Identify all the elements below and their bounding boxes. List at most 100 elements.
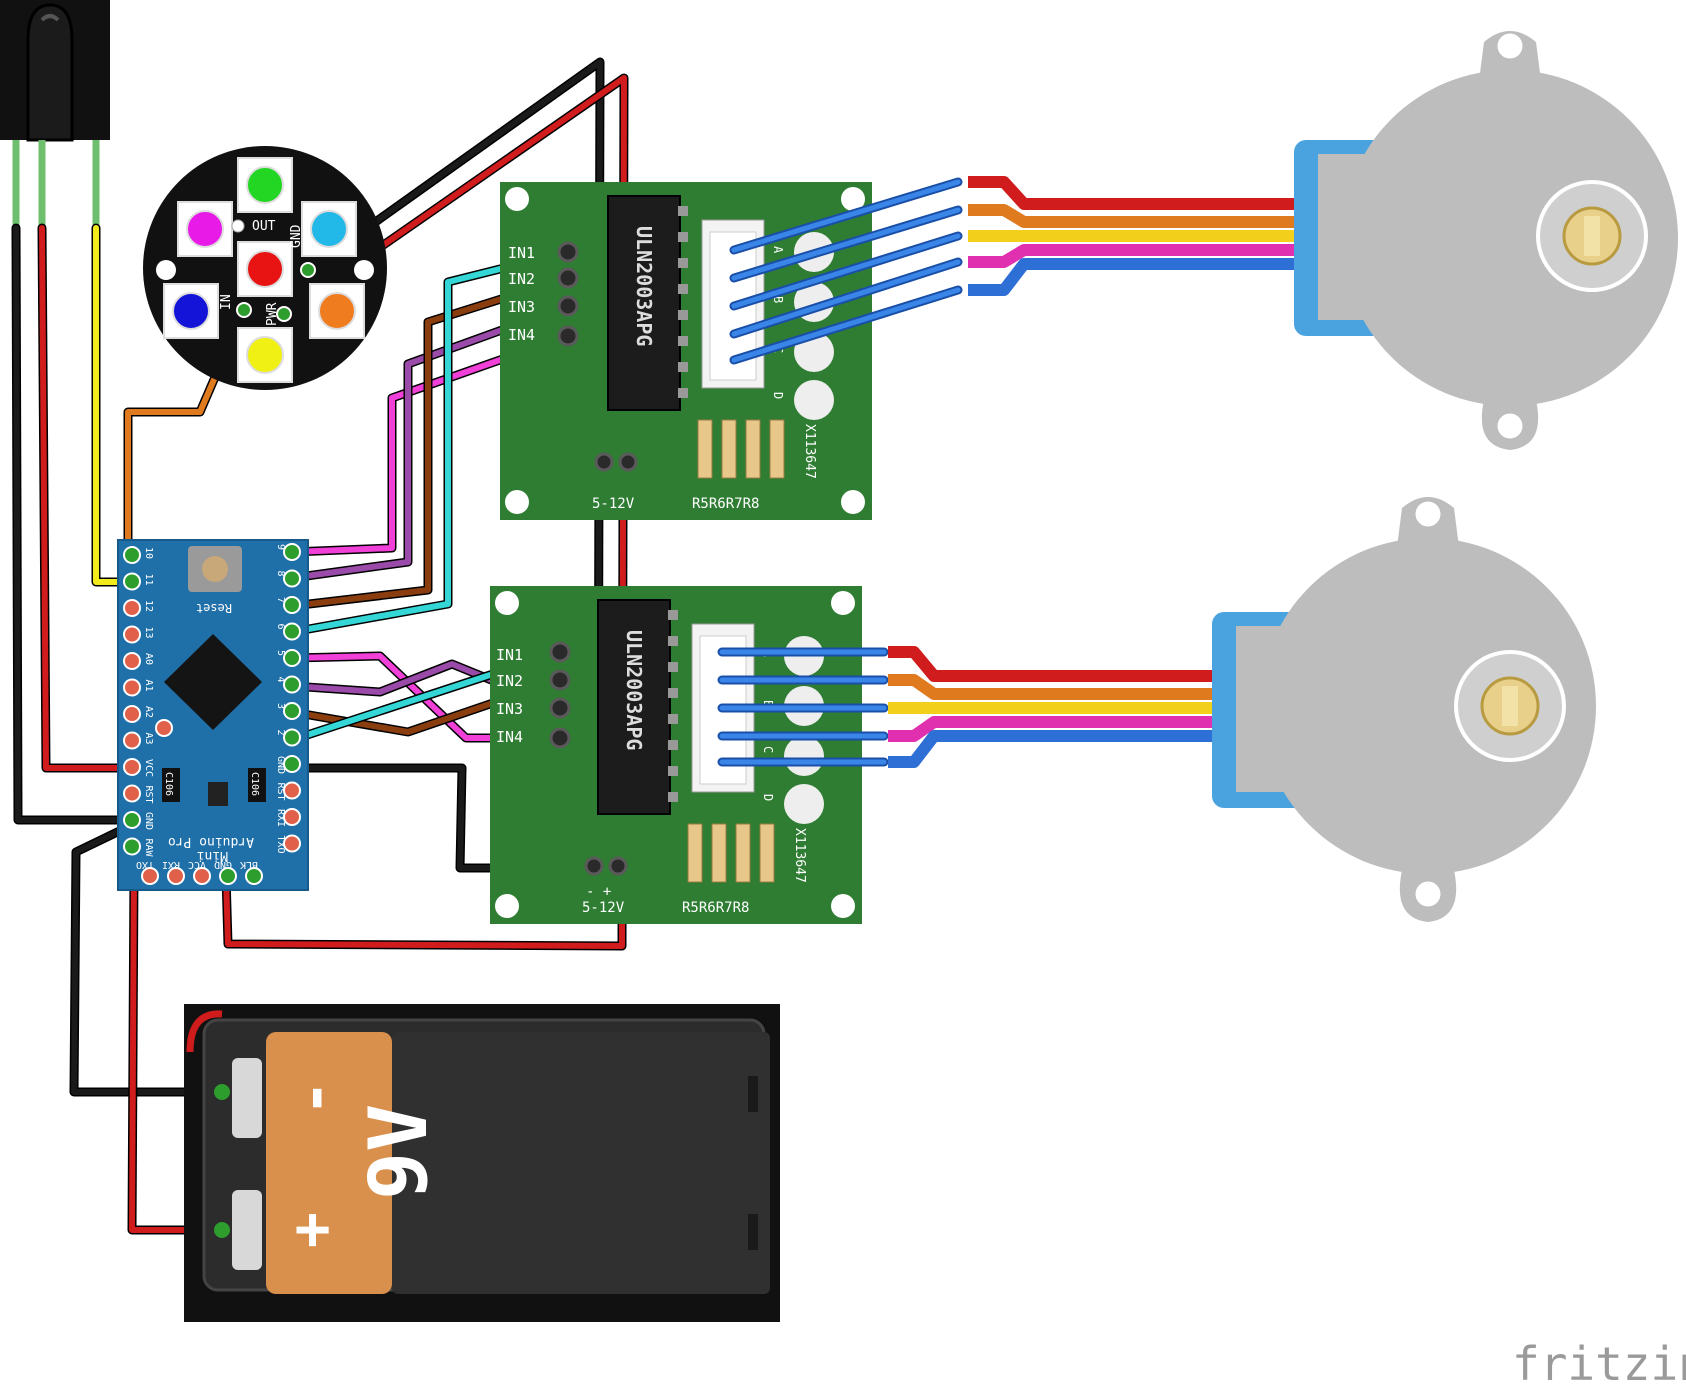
arduino-pin-bottom — [193, 867, 211, 885]
arduino-pin-bottom — [219, 867, 237, 885]
arduino-pin-label-right: 4 — [275, 677, 286, 683]
arduino-pin-right — [283, 622, 301, 641]
arduino-pin-label-left: GND — [143, 812, 154, 830]
arduino-pin-right — [283, 649, 301, 667]
arduino-pin-label-right: 3 — [275, 703, 286, 709]
arduino-pin-left — [123, 678, 141, 697]
arduino-pin-right — [283, 755, 301, 773]
driver-top-led-d: D — [771, 392, 785, 399]
driver-top-in1: IN1 — [508, 244, 535, 262]
jewel-pin-in — [236, 302, 252, 318]
arduino-pin-left — [123, 784, 141, 803]
arduino-pin-label-bottom: RXI — [162, 859, 180, 870]
ir-receiver-icon — [0, 0, 110, 225]
arduino-pin-a4 — [155, 719, 173, 737]
driver-top-in4: IN4 — [508, 326, 535, 344]
arduino-pin-left — [123, 811, 141, 829]
driver-bottom-led-d: D — [761, 794, 775, 801]
arduino-pin-label-right: TXO — [275, 836, 286, 854]
motor-ribbon-bottom — [888, 646, 1220, 768]
arduino-pin-label-bottom: VCC — [188, 859, 206, 870]
jewel-label-pwr: PWR — [265, 302, 280, 326]
battery-minus: - — [285, 1080, 355, 1116]
driver-top-led-b: B — [771, 296, 785, 303]
jewel-pin-pwr — [276, 306, 292, 322]
arduino-pin-label-left: A2 — [143, 706, 154, 718]
chip-label-top: ULN2003APG — [632, 226, 656, 346]
arduino-pin-right — [283, 702, 301, 720]
motor-ribbon-top — [968, 176, 1300, 296]
arduino-pin-label-right: RST — [275, 783, 286, 801]
arduino-pin-label-right: GND — [275, 756, 286, 774]
arduino-pin-label-bottom: BLK — [240, 859, 258, 870]
driver-top-led-a: A — [771, 246, 785, 254]
arduino-pin-right — [283, 675, 301, 694]
arduino-pin-left — [123, 599, 141, 617]
battery-plus: + — [279, 1212, 349, 1248]
driver-top-in2: IN2 — [508, 270, 535, 288]
arduino-pin-left — [123, 705, 141, 723]
arduino-pin-bottom — [245, 867, 263, 885]
arduino-pin-label-right: 2 — [275, 730, 286, 736]
jewel-label-in: IN — [219, 294, 234, 310]
driver-bottom-resistors: R5R6R7R8 — [682, 900, 749, 916]
arduino-pin-label-left: A3 — [143, 733, 154, 745]
arduino-pin-left — [123, 652, 141, 670]
driver-bottom-in1: IN1 — [496, 646, 523, 664]
arduino-pin-label-left: RAW — [143, 839, 154, 858]
driver-bottom-in4: IN4 — [496, 728, 523, 746]
arduino-pin-label-right: 8 — [275, 571, 286, 577]
arduino-pin-right — [283, 596, 301, 614]
arduino-pin-right — [283, 781, 301, 800]
driver-top-in3: IN3 — [508, 298, 535, 316]
chip-label-bottom: ULN2003APG — [622, 630, 646, 750]
arduino-pin-label-left: 13 — [143, 627, 154, 639]
driver-board-top: ULN2003APG IN1 IN2 IN3 IN4 A B C D R5R6R… — [500, 177, 963, 520]
driver-top-resistors: R5R6R7R8 — [692, 496, 759, 512]
arduino-pin-right — [283, 569, 301, 588]
arduino-pin-label-left: VCC — [143, 759, 154, 777]
arduino-pin-label-left: 11 — [143, 574, 154, 586]
arduino-pin-label-left: A1 — [143, 680, 154, 692]
driver-bottom-led-c: C — [761, 746, 775, 753]
driver-bottom-in2: IN2 — [496, 672, 523, 690]
arduino-pin-label-right: 9 — [275, 544, 286, 550]
driver-board-bottom: ULN2003APG IN1 IN2 IN3 IN4 A B C D R5R6R… — [490, 586, 889, 924]
arduino-pin-label-left: 10 — [143, 547, 154, 559]
neopixel-jewel-icon: OUT GND PWR IN — [143, 146, 387, 390]
arduino-ic-left: C106 — [163, 772, 174, 796]
arduino-pin-left — [123, 731, 141, 750]
arduino-pin-right — [283, 543, 301, 561]
driver-bottom-minus-plus: - + — [586, 884, 611, 900]
arduino-pin-label-left: RST — [143, 786, 154, 804]
driver-bottom-input-pins — [549, 641, 571, 749]
arduino-pin-left — [123, 546, 141, 564]
arduino-pin-right — [283, 834, 301, 853]
jewel-pin-out — [231, 219, 245, 233]
jewel-label-out: OUT — [252, 219, 276, 234]
driver-bottom-power: 5-12V — [582, 900, 625, 916]
driver-bottom-in3: IN3 — [496, 700, 523, 718]
driver-top-input-pins — [557, 241, 579, 347]
arduino-pin-label-right: 7 — [275, 597, 286, 603]
battery-icon: - + 9V — [184, 1004, 780, 1322]
arduino-pin-right — [283, 808, 301, 826]
arduino-pin-label-left: A0 — [143, 653, 154, 665]
arduino-pin-left — [123, 625, 141, 644]
arduino-name-line2: Mini — [197, 848, 228, 863]
driver-top-code: X113647 — [802, 424, 817, 479]
arduino-pin-bottom — [167, 867, 185, 885]
stepper-motor-icon — [1294, 31, 1678, 450]
arduino-pin-left — [123, 572, 141, 591]
arduino-pro-mini: Reset C106 C106 Arduino Pro Mini 1011121… — [117, 539, 309, 891]
arduino-pin-label-right: 5 — [275, 650, 286, 656]
jewel-pin-gnd — [300, 262, 316, 278]
stepper-motor-icon — [1212, 497, 1596, 922]
jewel-label-gnd: GND — [289, 224, 304, 248]
arduino-reset-label: Reset — [196, 601, 232, 615]
arduino-pin-label-left: 12 — [143, 600, 154, 612]
arduino-pin-bottom — [141, 867, 159, 885]
arduino-name-line1: Arduino Pro — [168, 834, 254, 849]
arduino-pin-label-bottom: GND — [214, 859, 232, 870]
